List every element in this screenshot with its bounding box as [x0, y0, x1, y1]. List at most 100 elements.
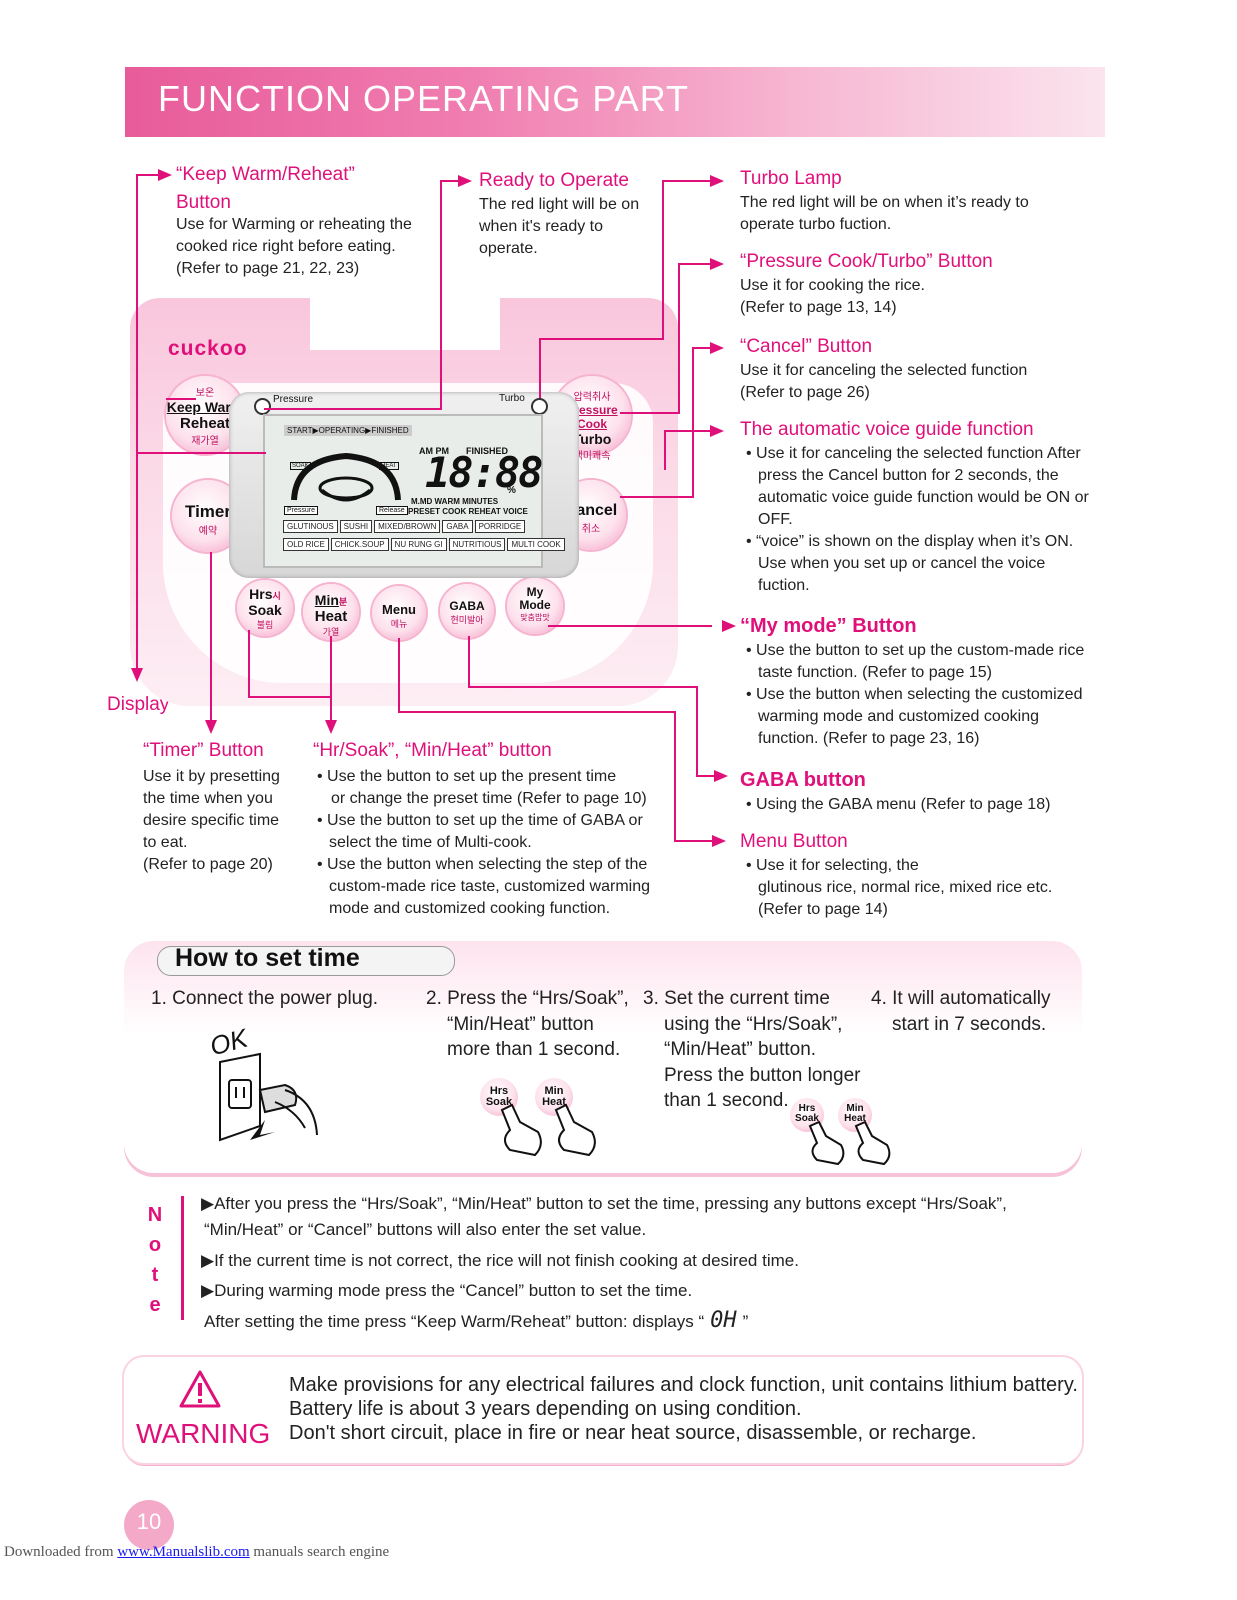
leader-line [620, 496, 694, 498]
manualslib-link[interactable]: www.Manualslib.com [117, 1544, 250, 1560]
header-banner [125, 67, 1105, 137]
footer: Downloaded from www.Manualslib.com manua… [4, 1544, 389, 1561]
warning-triangle-icon [179, 1370, 221, 1408]
lcd-percent: % [507, 485, 516, 496]
leader-line [548, 625, 712, 627]
page-number: 10 [124, 1500, 174, 1550]
warning-line: Don't short circuit, place in fire or ne… [289, 1422, 977, 1444]
gaba-ko: 현미발아 [450, 615, 484, 625]
my-mode-bullet-cont: warming mode and customized cooking [758, 708, 1040, 725]
turbo-lamp-line: The red light will be on when it’s ready… [740, 194, 1029, 211]
lcd-progress: START▶OPERATING▶FINISHED [284, 425, 412, 436]
leader-line [136, 174, 158, 176]
turbo-label: Turbo [572, 431, 612, 447]
arrow-right-icon [710, 258, 724, 270]
soak-mini-label: Soak [795, 1113, 819, 1124]
turbo-lamp-callout: Turbo Lamp The red light will be on when… [740, 168, 1029, 236]
hr-min-bullet-cont: mode and customized cooking function. [329, 900, 611, 917]
min-ko: 분 [338, 597, 348, 607]
keep-warm-callout: “Keep Warm/Reheat” Button Use for Warmin… [176, 164, 412, 280]
hrs-soak-button[interactable]: Hrs시 Soak 불림 [237, 580, 293, 636]
lcd-pot-gauge [291, 452, 401, 502]
reheat-label: Reheat [179, 415, 231, 432]
display-code: 0H [710, 1308, 737, 1333]
turbo-ko: 백미쾌속 [573, 451, 611, 462]
lcd-menu-item: PORRIDGE [474, 520, 526, 533]
note-line: ▶If the current time is not correct, the… [201, 1251, 799, 1270]
keep-warm-title: “Keep Warm/Reheat” [176, 164, 355, 185]
voice-bullet-cont: automatic voice guide function would be … [758, 489, 1089, 506]
timer-line: desire specific time [143, 812, 280, 829]
my-mode-button[interactable]: My Mode 맞춤밥맛 [507, 578, 563, 634]
menu-title: Menu Button [740, 831, 848, 852]
leader-line [674, 711, 676, 841]
ready-title: Ready to Operate [479, 170, 629, 191]
lcd-ampm: AM PM [419, 446, 449, 456]
heat-mini-label: Heat [542, 1096, 566, 1108]
leader-line [696, 775, 716, 777]
hr-min-bullet-cont: or change the preset time (Refer to page… [331, 790, 647, 807]
voice-bullet: Use it for canceling the selected functi… [744, 443, 1089, 465]
cancel-title: “Cancel” Button [740, 336, 873, 357]
leader-line [468, 686, 698, 688]
cancel-line: (Refer to page 26) [740, 384, 870, 401]
keep-warm-ko: 보온 [195, 388, 215, 399]
note-letter: o [148, 1234, 162, 1256]
my-mode-bullet-cont: taste function. (Refer to page 15) [758, 664, 992, 681]
step-2-line: “Min/Heat” button [447, 1013, 594, 1035]
voice-bullet-cont: fuction. [758, 577, 810, 594]
hrs-mini-label: Hrs [798, 1103, 816, 1114]
leader-line [398, 638, 400, 712]
min-heat-button[interactable]: Min분 Heat 가열 [303, 584, 359, 640]
pressure-cook-title: “Pressure Cook/Turbo” Button [740, 251, 993, 272]
gaba-bullet: Using the GABA menu (Refer to page 18) [744, 794, 1050, 816]
leader-line [330, 636, 332, 722]
voice-bullet: “voice” is shown on the display when it’… [744, 531, 1089, 553]
menu-button[interactable]: Menu 메뉴 [372, 586, 426, 640]
step-3-line: than 1 second. [664, 1090, 789, 1111]
timer-line: the time when you [143, 790, 273, 807]
mode-label: Mode [519, 598, 551, 612]
voice-callout: The automatic voice guide function Use i… [740, 419, 1089, 597]
lcd-menu-item: NU RUNG GI [390, 538, 447, 551]
my-mode-bullet-cont: function. (Refer to page 23, 16) [758, 730, 980, 747]
menu-bullet: Use it for selecting, the [744, 855, 1052, 877]
timer-label: Timer [185, 502, 231, 521]
note-last-line: After setting the time press “Keep Warm/… [204, 1308, 748, 1333]
leader-line [674, 840, 714, 842]
arrow-down-icon [131, 668, 143, 682]
hr-min-bullet: Use the button to set up the time of GAB… [315, 810, 650, 832]
reheat-ko: 재가열 [191, 436, 219, 447]
pressure-lamp [254, 398, 271, 415]
menu-callout: Menu Button Use it for selecting, the gl… [740, 831, 1052, 921]
lcd-menu-item: MULTI COOK [507, 538, 565, 551]
step-2-line: 2. Press the “Hrs/Soak”, [426, 988, 629, 1009]
note-line: ▶After you press the “Hrs/Soak”, “Min/He… [201, 1194, 1007, 1213]
leader-line [662, 180, 664, 340]
cuckoo-logo: cuckoo [168, 337, 248, 360]
gaba-label: GABA [449, 599, 485, 613]
gaba-button[interactable]: GABA 현미발아 [440, 584, 494, 638]
lcd-soak: SOAK [290, 462, 311, 470]
warning-box [124, 1357, 1082, 1463]
keep-warm-title-2: Button [176, 192, 231, 213]
power-plug-icon [219, 1052, 318, 1142]
hr-min-bullet: Use the button to set up the present tim… [315, 766, 650, 788]
leader-line [440, 180, 460, 182]
min-heat-illustration-2: Min Heat [838, 1098, 872, 1132]
menu-bullet-cont: glutinous rice, normal rice, mixed rice … [758, 879, 1053, 896]
step-2: 2. Press the “Hrs/Soak”, “Min/Heat” butt… [426, 986, 629, 1063]
voice-title: The automatic voice guide function [740, 419, 1034, 440]
timer-callout: “Timer” Button Use it by presetting the … [143, 740, 280, 876]
voice-bullet-cont: OFF. [758, 511, 793, 528]
lcd-modes: PRESET COOK REHEAT VOICE [408, 507, 528, 516]
arrow-right-icon [458, 175, 472, 187]
leader-line [664, 430, 712, 432]
leader-line [136, 174, 138, 674]
cancel-ko: 취소 [581, 524, 601, 535]
note-letter: N [147, 1204, 163, 1226]
leader-line [539, 338, 541, 398]
heat-ko: 가열 [322, 627, 340, 637]
page-title: FUNCTION OPERATING PART [158, 78, 690, 119]
hrs-ko: 시 [272, 591, 281, 601]
